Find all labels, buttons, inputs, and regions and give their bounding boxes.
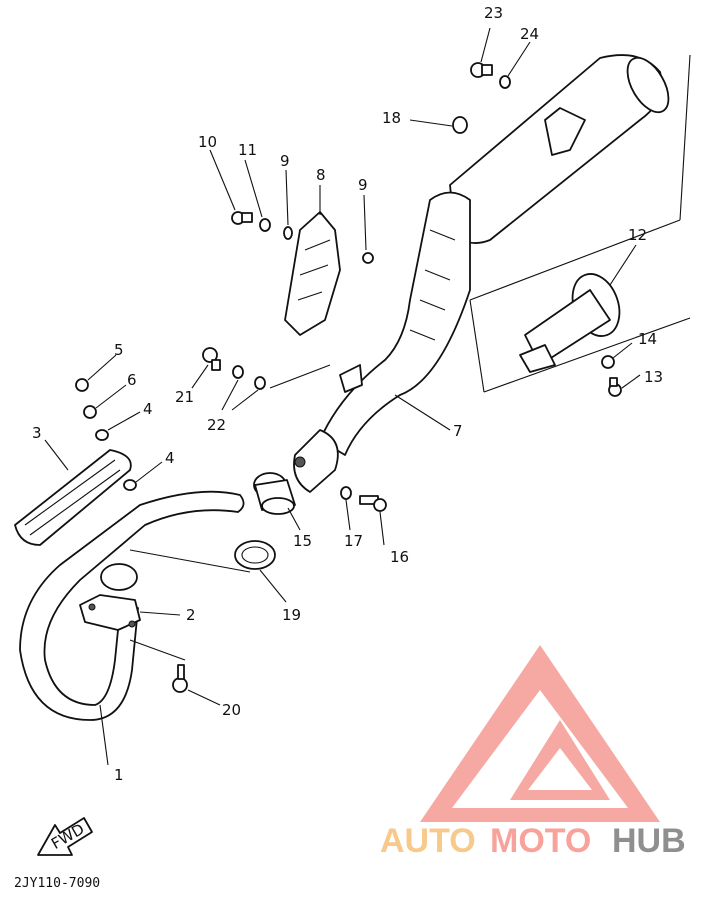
callout-7: 7 <box>453 422 463 440</box>
callout-5: 5 <box>114 341 124 359</box>
watermark-moto: MOTO <box>490 822 591 860</box>
callout-16: 16 <box>390 548 409 566</box>
callout-11: 11 <box>238 141 257 159</box>
callout-21: 21 <box>175 388 194 406</box>
silencer-end <box>519 273 621 373</box>
muffler-guide-box <box>469 54 691 393</box>
callout-4a: 4 <box>143 400 153 418</box>
heat-guard <box>284 211 341 336</box>
callout-17: 17 <box>344 532 363 550</box>
watermark-logo <box>420 645 660 822</box>
fasteners <box>75 62 622 693</box>
callout-1: 1 <box>114 766 124 784</box>
callout-labels: 1 2 3 4 4 5 6 7 8 9 9 10 11 12 13 14 15 … <box>32 4 663 784</box>
gasket-19 <box>234 540 276 570</box>
callout-2: 2 <box>186 606 196 624</box>
callout-9b: 9 <box>358 176 368 194</box>
callout-12: 12 <box>628 226 647 244</box>
muffler <box>293 54 670 493</box>
fwd-arrow: FWD <box>37 817 93 856</box>
callout-13: 13 <box>644 368 663 386</box>
exhaust-pipe <box>19 490 245 721</box>
callout-10: 10 <box>198 133 217 151</box>
watermark-text: AUTO MOTO HUB <box>380 822 686 860</box>
callout-18: 18 <box>382 109 401 127</box>
callout-19: 19 <box>282 606 301 624</box>
callout-20: 20 <box>222 701 241 719</box>
gasket-15 <box>253 472 296 515</box>
callout-23: 23 <box>484 4 503 22</box>
callout-4b: 4 <box>165 449 175 467</box>
watermark-hub: HUB <box>612 822 686 860</box>
callout-24: 24 <box>520 25 539 43</box>
watermark-auto: AUTO <box>380 822 476 860</box>
callout-15: 15 <box>293 532 312 550</box>
callout-14: 14 <box>638 330 657 348</box>
diagram-code: 2JY110-7090 <box>14 876 100 891</box>
callout-9a: 9 <box>280 152 290 170</box>
callout-8: 8 <box>316 166 326 184</box>
callout-3: 3 <box>32 424 42 442</box>
callout-22: 22 <box>207 416 226 434</box>
leader-lines <box>44 27 641 766</box>
callout-6: 6 <box>127 371 137 389</box>
pipe-protector <box>14 449 132 546</box>
